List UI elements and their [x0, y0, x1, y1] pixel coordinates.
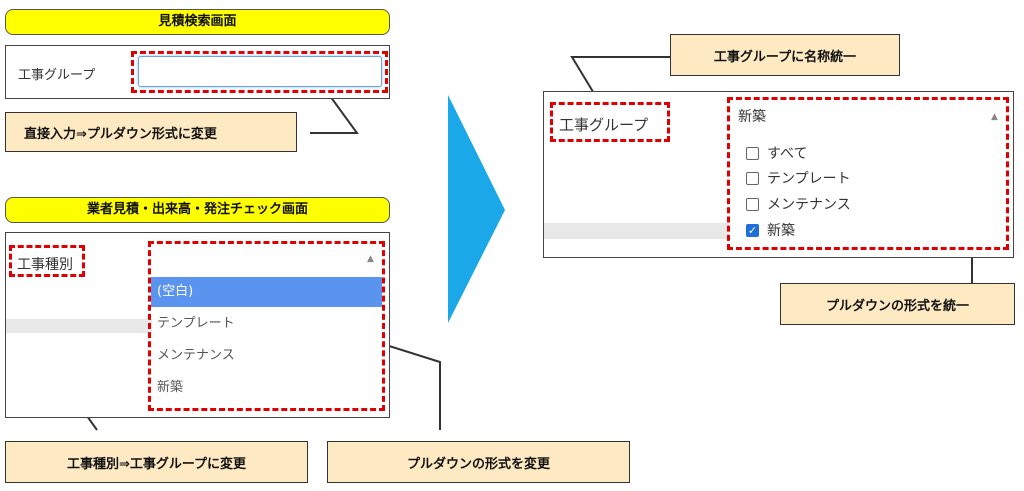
- dropdown-option[interactable]: 新築: [157, 380, 184, 395]
- callout-unify-format: プルダウンの形式を統一: [780, 283, 1015, 325]
- dropdown-option[interactable]: テンプレート: [157, 316, 235, 331]
- field-label: 工事グループ: [18, 68, 96, 83]
- selected-value[interactable]: 新築: [738, 109, 766, 125]
- checkbox-option[interactable]: ✓ 新築: [746, 220, 795, 240]
- checkbox-label: すべて: [767, 146, 808, 162]
- checkbox-icon[interactable]: ✓: [746, 223, 759, 237]
- callout-rename-field: 工事種別⇒工事グループに変更: [5, 441, 308, 483]
- connector-line: [369, 339, 441, 430]
- checkbox-icon[interactable]: [746, 146, 759, 160]
- unified-panel: 工事グループ 新築 ▲ すべて テンプレート メンテナンス ✓ 新築: [543, 91, 1014, 258]
- dropdown-list: (空白) テンプレート メンテナンス 新築: [151, 277, 382, 404]
- checkbox-icon[interactable]: [746, 197, 759, 211]
- connector-line: [570, 56, 670, 101]
- construction-group-input[interactable]: [138, 56, 382, 87]
- row-background: [6, 319, 152, 333]
- dropdown-highlight-box: [148, 241, 385, 411]
- right-arrow-icon: [448, 95, 505, 323]
- caret-up-icon[interactable]: ▲: [991, 112, 998, 122]
- vendor-check-screen-title: 業者見積・出来高・発注チェック画面: [5, 197, 390, 223]
- field-label: 工事グループ: [559, 116, 649, 134]
- callout-text: 直接入力⇒プルダウン形式に変更: [24, 126, 217, 142]
- callout-text: プルダウンの形式を統一: [825, 298, 969, 314]
- checkbox-option[interactable]: メンテナンス: [746, 194, 851, 214]
- checkbox-label: メンテナンス: [767, 197, 851, 213]
- callout-direct-input: 直接入力⇒プルダウン形式に変更: [5, 112, 297, 152]
- checkbox-label: 新築: [767, 223, 795, 239]
- callout-text: 工事種別⇒工事グループに変更: [66, 456, 247, 472]
- checkbox-option[interactable]: テンプレート: [746, 168, 851, 188]
- dropdown-option[interactable]: (空白): [151, 277, 382, 307]
- callout-text: 工事グループに名称統一: [713, 49, 857, 65]
- search-screen-panel: 工事グループ: [5, 45, 390, 99]
- connector-line: [310, 95, 359, 134]
- caret-up-icon[interactable]: ▲: [367, 254, 374, 264]
- label-highlight-box: [9, 245, 85, 277]
- callout-change-format: プルダウンの形式を変更: [327, 441, 630, 483]
- vendor-check-panel: 工事種別 ▲ (空白) テンプレート メンテナンス 新築: [5, 232, 390, 418]
- dropdown-highlight-box: [727, 97, 1009, 250]
- highlight-box: [131, 51, 388, 93]
- search-screen-title: 見積検索画面: [5, 9, 390, 35]
- dropdown-option[interactable]: メンテナンス: [157, 348, 235, 363]
- field-label: 工事種別: [17, 257, 73, 273]
- row-background: [544, 223, 729, 239]
- callout-text: プルダウンの形式を変更: [406, 456, 550, 472]
- callout-unify-name: 工事グループに名称統一: [670, 34, 900, 76]
- label-highlight-box: [550, 102, 670, 142]
- checkbox-label: テンプレート: [767, 171, 851, 187]
- checkbox-option[interactable]: すべて: [746, 143, 807, 163]
- checkbox-icon[interactable]: [746, 171, 759, 185]
